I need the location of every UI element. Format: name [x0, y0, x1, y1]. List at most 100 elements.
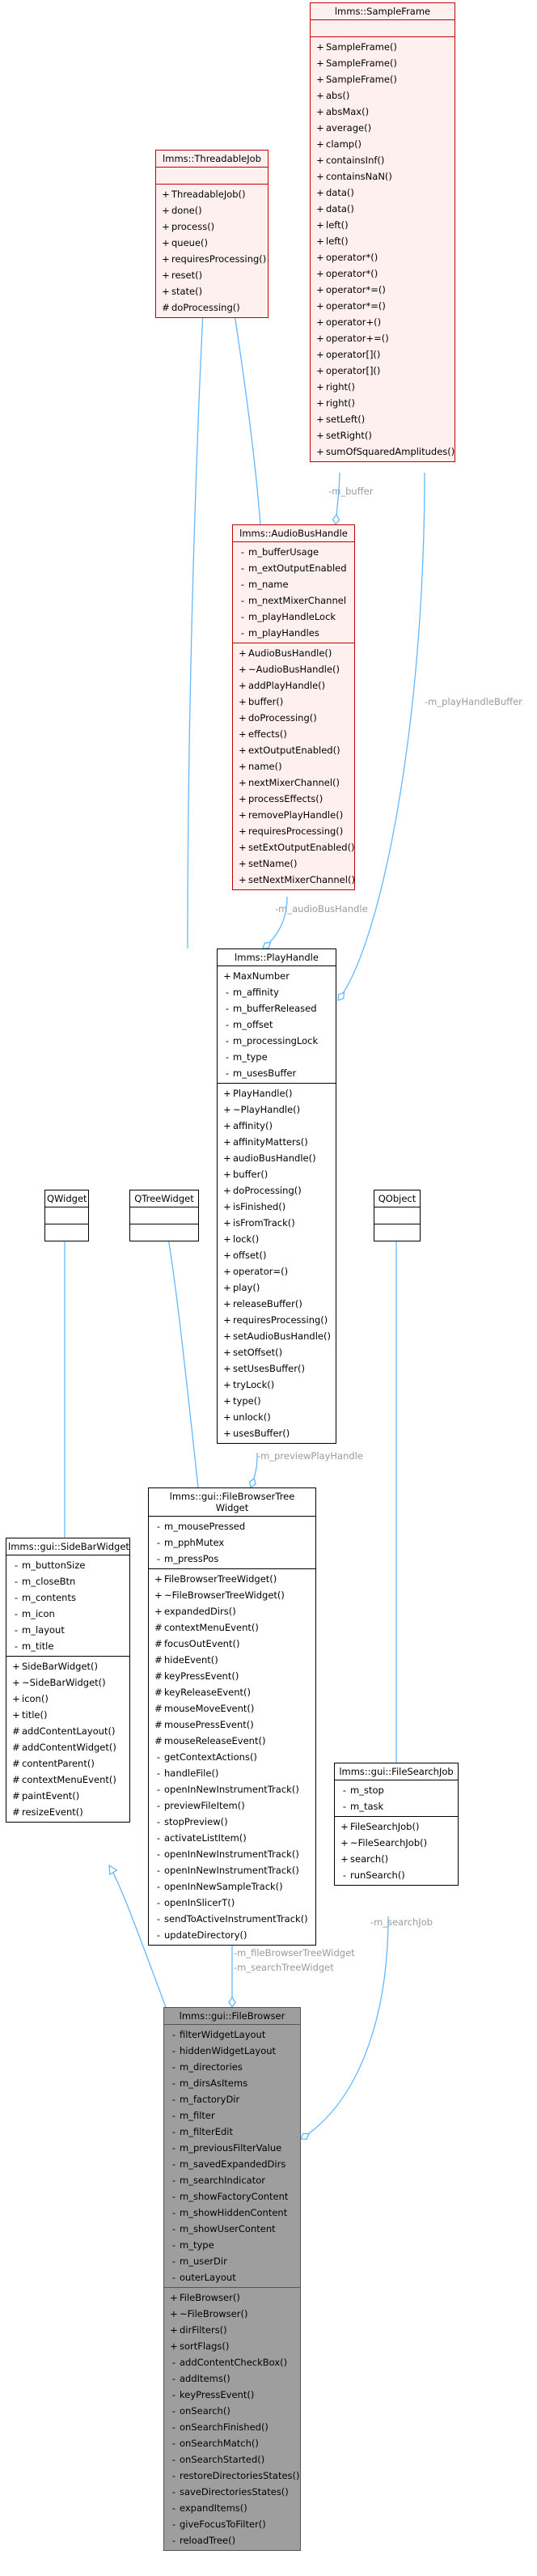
class-method-row[interactable]: #contextMenuEvent()	[6, 1772, 129, 1788]
class-method-row[interactable]: +play()	[218, 1280, 336, 1296]
class-method-row[interactable]: +extOutputEnabled()	[233, 742, 354, 758]
class-method-row[interactable]: +SampleFrame()	[311, 71, 455, 87]
class-attribute-row[interactable]: -m_mousePressed	[149, 1518, 315, 1534]
class-method-row[interactable]: -handleFile()	[149, 1765, 315, 1781]
class-method-row[interactable]: +effects()	[233, 726, 354, 742]
class-method-row[interactable]: -saveDirectoriesStates()	[164, 2484, 300, 2500]
class-attribute-row[interactable]: -m_showUserContent	[164, 2221, 300, 2237]
class-attribute-row[interactable]: -m_bufferReleased	[218, 1000, 336, 1016]
class-method-row[interactable]: -getContextActions()	[149, 1749, 315, 1765]
class-method-row[interactable]: +SideBarWidget()	[6, 1658, 129, 1674]
class-method-row[interactable]: +usesBuffer()	[218, 1425, 336, 1441]
class-method-row[interactable]: +audioBusHandle()	[218, 1150, 336, 1166]
class-method-row[interactable]: #keyReleaseEvent()	[149, 1684, 315, 1700]
class-filebrowser[interactable]: lmms::gui::FileBrowser-filterWidgetLayou…	[163, 2007, 301, 2551]
class-attribute-row[interactable]: -m_filterEdit	[164, 2124, 300, 2140]
class-attribute-row[interactable]: -m_type	[164, 2237, 300, 2253]
class-attribute-row[interactable]: -m_factoryDir	[164, 2091, 300, 2107]
class-method-row[interactable]: +left()	[311, 233, 455, 249]
class-method-row[interactable]: +FileBrowser()	[164, 2290, 300, 2306]
class-qtreewidget[interactable]: QTreeWidget	[129, 1190, 199, 1241]
class-method-row[interactable]: +data()	[311, 201, 455, 217]
class-method-row[interactable]: +operator*()	[311, 265, 455, 282]
class-method-row[interactable]: -openInNewInstrumentTrack()	[149, 1781, 315, 1797]
class-playhandle[interactable]: lmms::PlayHandle+MaxNumber-m_affinity-m_…	[217, 948, 336, 1444]
class-method-row[interactable]: +addPlayHandle()	[233, 677, 354, 694]
class-method-row[interactable]: -stopPreview()	[149, 1814, 315, 1830]
class-attribute-row[interactable]: -m_extOutputEnabled	[233, 560, 354, 576]
class-attribute-row[interactable]: +MaxNumber	[218, 968, 336, 984]
class-method-row[interactable]: +dirFilters()	[164, 2322, 300, 2338]
class-method-row[interactable]: +setUsesBuffer()	[218, 1360, 336, 1377]
class-attribute-row[interactable]: -m_processingLock	[218, 1033, 336, 1049]
class-sampleframe[interactable]: lmms::SampleFrame+SampleFrame()+SampleFr…	[310, 2, 455, 462]
class-attribute-row[interactable]: -m_name	[233, 576, 354, 592]
class-attribute-row[interactable]: -m_nextMixerChannel	[233, 592, 354, 609]
class-attribute-row[interactable]: -m_closeBtn	[6, 1573, 129, 1589]
class-method-row[interactable]: +operator*=()	[311, 282, 455, 298]
class-attribute-row[interactable]: -m_task	[335, 1798, 458, 1814]
class-method-row[interactable]: -reloadTree()	[164, 2532, 300, 2548]
class-method-row[interactable]: -addContentCheckBox()	[164, 2354, 300, 2370]
class-method-row[interactable]: +AudioBusHandle()	[233, 645, 354, 661]
class-method-row[interactable]: +~FileBrowserTreeWidget()	[149, 1587, 315, 1603]
class-method-row[interactable]: +doProcessing()	[218, 1182, 336, 1199]
class-attribute-row[interactable]: -filterWidgetLayout	[164, 2026, 300, 2043]
class-method-row[interactable]: +sumOfSquaredAmplitudes()	[311, 443, 455, 460]
class-attribute-row[interactable]: -m_playHandles	[233, 625, 354, 641]
class-method-row[interactable]: #keyPressEvent()	[149, 1668, 315, 1684]
class-method-row[interactable]: +average()	[311, 120, 455, 136]
class-method-row[interactable]: +doProcessing()	[233, 710, 354, 726]
class-method-row[interactable]: +operator*()	[311, 249, 455, 265]
class-method-row[interactable]: +releaseBuffer()	[218, 1296, 336, 1312]
class-method-row[interactable]: +right()	[311, 379, 455, 395]
class-method-row[interactable]: -openInNewInstrumentTrack()	[149, 1862, 315, 1878]
class-method-row[interactable]: +state()	[156, 283, 268, 299]
class-method-row[interactable]: -openInSlicerT()	[149, 1895, 315, 1911]
class-method-row[interactable]: +isFinished()	[218, 1199, 336, 1215]
class-method-row[interactable]: +absMax()	[311, 104, 455, 120]
class-method-row[interactable]: +clamp()	[311, 136, 455, 152]
class-filebrowsertreewidget[interactable]: lmms::gui::FileBrowserTree Widget-m_mous…	[148, 1487, 316, 1946]
class-method-row[interactable]: +offset()	[218, 1247, 336, 1263]
class-attribute-row[interactable]: -m_previousFilterValue	[164, 2140, 300, 2156]
class-method-row[interactable]: +requiresProcessing()	[218, 1312, 336, 1328]
class-method-row[interactable]: +abs()	[311, 87, 455, 104]
class-method-row[interactable]: +removePlayHandle()	[233, 807, 354, 823]
class-method-row[interactable]: +unlock()	[218, 1409, 336, 1425]
class-method-row[interactable]: -restoreDirectoriesStates()	[164, 2468, 300, 2484]
class-method-row[interactable]: -updateDirectory()	[149, 1927, 315, 1943]
class-method-row[interactable]: +isFromTrack()	[218, 1215, 336, 1231]
class-method-row[interactable]: +FileBrowserTreeWidget()	[149, 1571, 315, 1587]
class-method-row[interactable]: +lock()	[218, 1231, 336, 1247]
class-method-row[interactable]: #focusOutEvent()	[149, 1636, 315, 1652]
class-method-row[interactable]: +~SideBarWidget()	[6, 1674, 129, 1691]
class-attribute-row[interactable]: -m_contents	[6, 1589, 129, 1606]
class-method-row[interactable]: +setName()	[233, 855, 354, 872]
class-method-row[interactable]: -openInNewInstrumentTrack()	[149, 1846, 315, 1862]
class-method-row[interactable]: +type()	[218, 1393, 336, 1409]
class-method-row[interactable]: #paintEvent()	[6, 1788, 129, 1804]
class-method-row[interactable]: +requiresProcessing()	[233, 823, 354, 839]
class-method-row[interactable]: -openInNewSampleTrack()	[149, 1878, 315, 1895]
class-method-row[interactable]: #contentParent()	[6, 1755, 129, 1772]
class-method-row[interactable]: +containsInf()	[311, 152, 455, 168]
class-method-row[interactable]: -previewFileItem()	[149, 1797, 315, 1814]
class-attribute-row[interactable]: -m_layout	[6, 1622, 129, 1638]
class-method-row[interactable]: +SampleFrame()	[311, 39, 455, 55]
class-method-row[interactable]: +left()	[311, 217, 455, 233]
class-method-row[interactable]: #addContentWidget()	[6, 1739, 129, 1755]
class-method-row[interactable]: +done()	[156, 202, 268, 219]
class-attribute-row[interactable]: -m_usesBuffer	[218, 1065, 336, 1081]
class-attribute-row[interactable]: -m_pphMutex	[149, 1534, 315, 1551]
class-method-row[interactable]: +SampleFrame()	[311, 55, 455, 71]
class-method-row[interactable]: +icon()	[6, 1691, 129, 1707]
class-method-row[interactable]: #contextMenuEvent()	[149, 1619, 315, 1636]
class-qobject[interactable]: QObject	[374, 1190, 421, 1241]
class-method-row[interactable]: +requiresProcessing()	[156, 251, 268, 267]
class-method-row[interactable]: +setOffset()	[218, 1344, 336, 1360]
class-method-row[interactable]: +setNextMixerChannel()	[233, 872, 355, 888]
class-method-row[interactable]: #mouseMoveEvent()	[149, 1700, 315, 1717]
class-method-row[interactable]: +search()	[335, 1851, 458, 1867]
class-method-row[interactable]: +ThreadableJob()	[156, 186, 268, 202]
